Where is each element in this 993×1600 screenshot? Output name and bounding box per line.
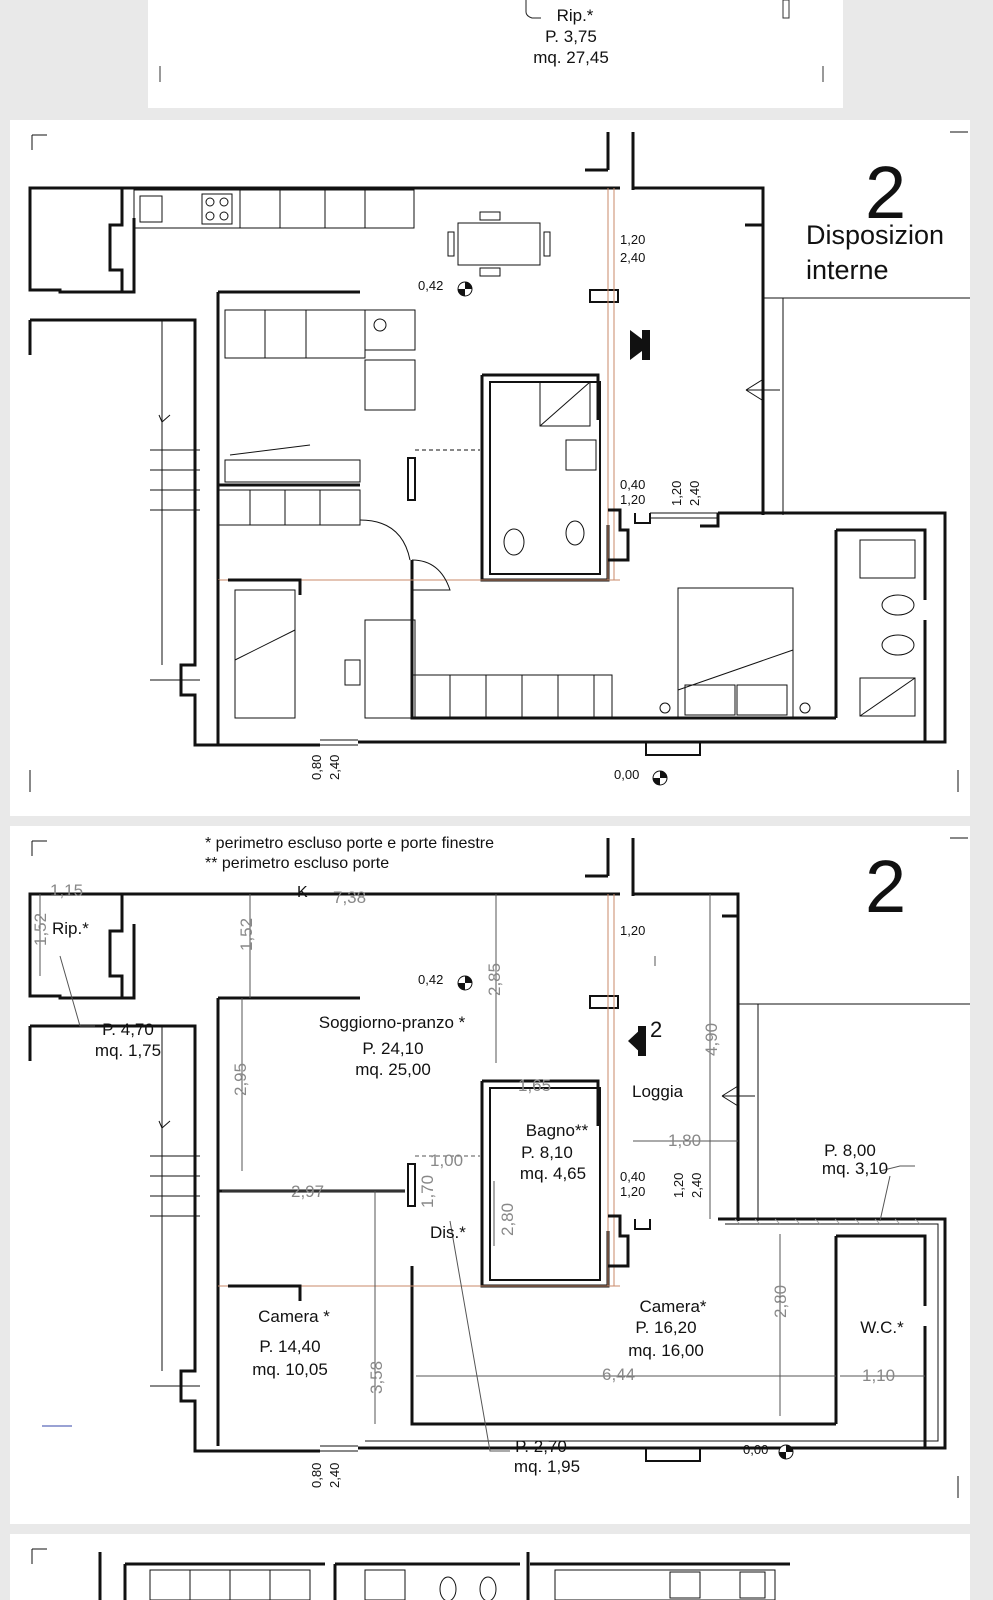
elevation-outside: 0,00 — [743, 1442, 769, 1457]
furnished-plan-sheet: 2 Disposizion interne 0,42 0,00 1,20 2,4… — [10, 120, 970, 816]
room-camera2-name: Camera* — [639, 1297, 707, 1316]
window-bath-b: 1,20 — [620, 1184, 646, 1199]
legend-note-1: * perimetro escluso porte e porte finest… — [205, 835, 495, 852]
window-vertical-a: 1,20 — [669, 480, 684, 506]
entrance-arrow-icon — [630, 330, 650, 360]
top-plan-drawing — [159, 0, 824, 82]
room-rip-perimeter: P. 4,70 — [102, 1020, 154, 1039]
dim-loggia-height: 4,90 — [702, 1022, 721, 1056]
window-loggia-top: 1,20 — [620, 232, 646, 247]
window-bath-a: 0,40 — [620, 477, 646, 492]
dim-wc-width: 1,10 — [862, 1366, 896, 1385]
dim-rip-width: 1,15 — [50, 881, 84, 900]
bottom-plan-sheet — [10, 1534, 970, 1600]
room-loggia-name: Loggia — [632, 1082, 684, 1101]
plan-title-line2: interne — [806, 255, 889, 285]
elevation-marker-icon — [457, 281, 473, 297]
elevation-marker-icon — [652, 770, 668, 786]
legend-note-2: ** perimetro escluso porte — [205, 855, 390, 872]
plan-number: 2 — [865, 151, 907, 234]
window-vertical-b: 2,40 — [689, 1172, 704, 1198]
dim-living-width: 7,38 — [333, 888, 367, 907]
dim-camera1-height: 3,58 — [367, 1360, 386, 1394]
dim-living-height-left: 1,52 — [237, 917, 256, 951]
room-soggiorno-name: Soggiorno-pranzo * — [318, 1013, 466, 1032]
dim-living-height-low: 2,95 — [231, 1062, 250, 1096]
room-bagno-name: Bagno** — [525, 1121, 589, 1140]
window-loggia-top: 1,20 — [620, 923, 646, 938]
window-bath-a: 0,40 — [620, 1169, 646, 1184]
dim-dis-height: 1,70 — [418, 1174, 437, 1208]
room-camera1-area: mq. 10,05 — [252, 1360, 328, 1379]
dim-corridor-width: 2,97 — [291, 1182, 325, 1201]
dim-bagno-width: 1,65 — [518, 1076, 552, 1095]
room-dis-perimeter: P. 2,70 — [515, 1437, 567, 1456]
window-bottom-b: 2,40 — [327, 1462, 342, 1488]
room-dis-area: mq. 1,95 — [513, 1457, 581, 1476]
dim-bagno-height: 2,80 — [498, 1202, 517, 1236]
furnished-plan-drawing — [28, 131, 970, 792]
room-bagno-perimeter: P. 8,10 — [521, 1143, 573, 1162]
dim-loggia-width: 1,80 — [668, 1131, 702, 1150]
top-room-area: mq. 27,45 — [533, 48, 609, 67]
room-camera2-perimeter: P. 16,20 — [635, 1318, 697, 1337]
room-rip-area: mq. 1,75 — [94, 1041, 162, 1060]
plan-number: 2 — [865, 845, 907, 928]
room-bagno-area: mq. 4,65 — [519, 1164, 587, 1183]
dim-rip-height: 1,52 — [31, 912, 50, 946]
room-soggiorno-area: mq. 25,00 — [355, 1060, 431, 1079]
room-rip-name: Rip.* — [52, 919, 89, 938]
top-plan-sheet: Rip.* P. 3,75 mq. 27,45 — [148, 0, 843, 108]
plan-title-line1: Disposizion — [806, 220, 945, 250]
entrance-arrow-label: 2 — [650, 1017, 663, 1042]
dim-living-height-mid: 2,85 — [485, 962, 504, 996]
window-vertical-b: 2,40 — [687, 480, 702, 506]
elevation-living: 0,42 — [418, 972, 444, 987]
window-bottom-a: 0,80 — [309, 754, 324, 780]
top-room-perimeter: P. 3,75 — [545, 27, 597, 46]
elevation-marker-icon — [778, 1444, 794, 1460]
dimensioned-plan-sheet: 2 * perimetro escluso porte e porte fine… — [10, 826, 970, 1524]
dim-dis-width: 1,00 — [430, 1151, 464, 1170]
room-wc-name: W.C.* — [860, 1318, 904, 1337]
window-bath-b: 1,20 — [620, 492, 646, 507]
room-camera1-name: Camera * — [258, 1307, 330, 1326]
room-soggiorno-perimeter: P. 24,10 — [362, 1039, 424, 1058]
kitchen-mark: K — [297, 884, 308, 901]
top-room-name: Rip.* — [556, 6, 594, 25]
room-wc-area: mq. 3,10 — [821, 1159, 889, 1178]
elevation-outside: 0,00 — [614, 767, 640, 782]
elevation-living: 0,42 — [418, 278, 444, 293]
dim-camera2-height: 2,80 — [771, 1284, 790, 1318]
bottom-plan-drawing — [31, 1548, 790, 1600]
room-dis-name: Dis.* — [430, 1223, 466, 1242]
window-bottom-a: 0,80 — [309, 1462, 324, 1488]
window-vertical-a: 1,20 — [671, 1172, 686, 1198]
room-camera1-perimeter: P. 14,40 — [259, 1337, 321, 1356]
window-loggia-bottom: 2,40 — [620, 250, 646, 265]
room-camera2-area: mq. 16,00 — [628, 1341, 704, 1360]
elevation-marker-icon — [457, 975, 473, 991]
dim-camera2-width: 6,44 — [602, 1365, 636, 1384]
dimensioned-plan-drawing — [28, 837, 970, 1498]
window-bottom-b: 2,40 — [327, 754, 342, 780]
room-wc-perimeter: P. 8,00 — [824, 1141, 876, 1160]
